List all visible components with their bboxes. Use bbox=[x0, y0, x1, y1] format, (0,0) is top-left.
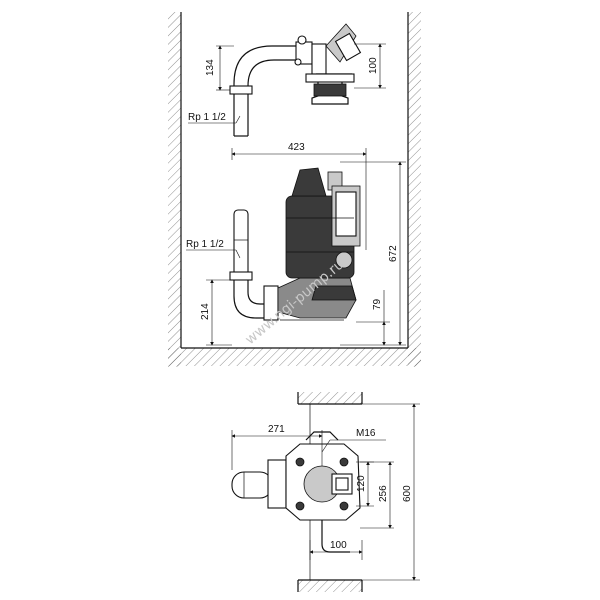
dimension-672: 672 bbox=[340, 161, 406, 346]
plan-pump bbox=[231, 431, 361, 553]
pit-walls bbox=[168, 12, 421, 367]
dimension-79: 79 bbox=[356, 290, 390, 346]
dimension-134: 134 bbox=[205, 45, 234, 91]
dimension-214: 214 bbox=[200, 279, 232, 346]
m16-callout: M16 bbox=[321, 428, 386, 453]
dim-100-top-label: 100 bbox=[368, 57, 379, 74]
dimension-256: 256 bbox=[360, 461, 394, 529]
plan-walls bbox=[297, 392, 363, 592]
dim-256-label: 256 bbox=[378, 485, 389, 502]
dim-134-label: 134 bbox=[205, 59, 216, 76]
dimension-100-top: 100 bbox=[354, 43, 386, 89]
dim-120-label: 120 bbox=[356, 475, 367, 492]
m16-label: M16 bbox=[356, 428, 376, 439]
rp-mid-label: Rp 1 1/2 bbox=[186, 239, 224, 250]
dim-600-label: 600 bbox=[402, 485, 413, 502]
dim-672-label: 672 bbox=[388, 245, 399, 262]
top-pipe-detail bbox=[229, 23, 362, 137]
dimension-423: 423 bbox=[231, 142, 367, 250]
dim-271-label: 271 bbox=[268, 424, 285, 435]
dimension-271: 271 bbox=[231, 424, 323, 470]
dimension-100-plan: 100 bbox=[309, 540, 363, 560]
dimension-600: 600 bbox=[362, 403, 420, 581]
rp-mid-callout: Rp 1 1/2 bbox=[186, 239, 241, 259]
rp-top-callout: Rp 1 1/2 bbox=[188, 112, 241, 124]
pump-body bbox=[263, 167, 361, 321]
riser-pipe bbox=[229, 209, 268, 319]
dim-423-label: 423 bbox=[288, 142, 305, 153]
dim-214-label: 214 bbox=[200, 303, 211, 320]
dim-79-label: 79 bbox=[372, 298, 383, 310]
rp-top-label: Rp 1 1/2 bbox=[188, 112, 226, 123]
dim-100-plan-label: 100 bbox=[330, 540, 347, 551]
